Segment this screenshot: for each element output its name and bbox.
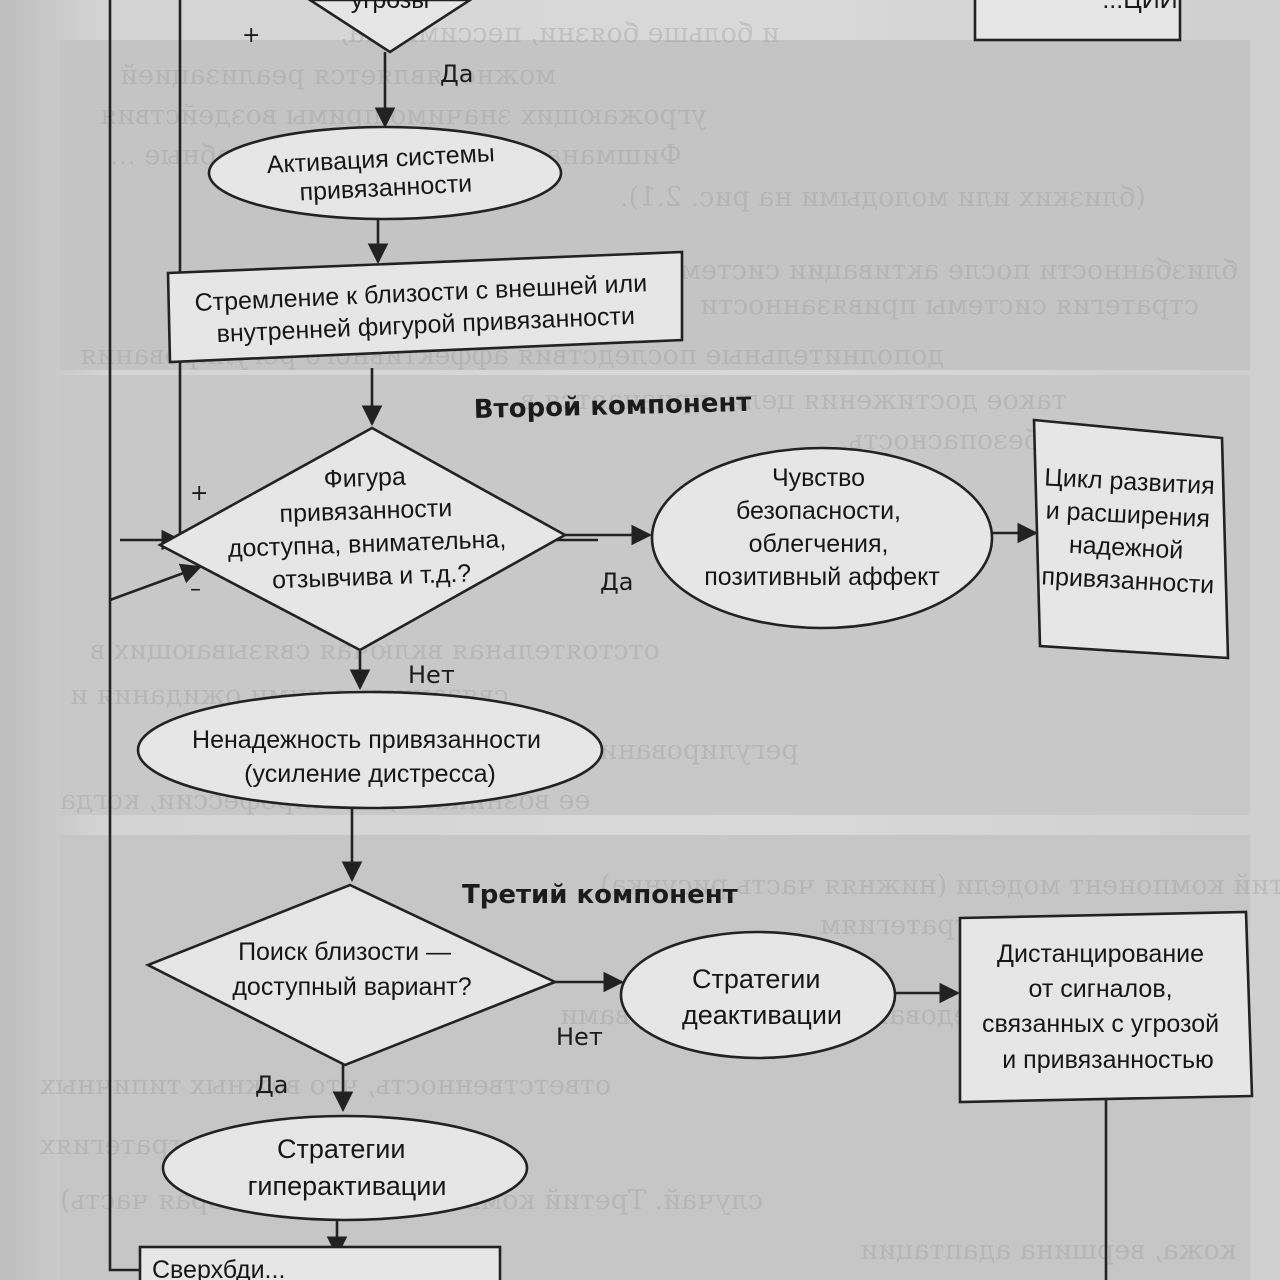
felt-security-node <box>650 446 994 630</box>
top-plus-sign: + <box>242 23 260 48</box>
viability-line-1: Поиск близости — <box>238 938 451 966</box>
security-line-3: облегчения, <box>749 530 889 558</box>
deactivation-label: Стратегии деактивации <box>682 964 842 1030</box>
hyperactivation-line-2: гиперактивации <box>248 1171 447 1201</box>
distancing-line-3: связанных с угрозой <box>982 1010 1219 1038</box>
threat-diamond-label: угрозы <box>351 0 430 14</box>
availability-line-2: привязанности <box>279 494 453 528</box>
third-component-title: Третий компонент <box>462 880 738 910</box>
cycle-line-3: надежной <box>1068 531 1184 565</box>
viability-no-label: Нет <box>556 1023 603 1051</box>
top-right-box-partial <box>973 0 1182 42</box>
availability-no-label: Нет <box>408 661 455 689</box>
distancing-label: Дистанцирование от сигналов, связанных с… <box>982 940 1226 1074</box>
hypervigilance-box-partial <box>138 1245 502 1280</box>
distancing-line-1: Дистанцирование <box>997 940 1204 968</box>
viability-yes-label: Да <box>255 1071 288 1099</box>
top-right-box-label: ...ЦИИ <box>1102 0 1177 14</box>
hyperactivation-label: Стратегии гиперактивации <box>248 1134 447 1201</box>
viability-line-2: доступный вариант? <box>232 973 471 1001</box>
secure-cycle-box <box>1032 418 1230 660</box>
insecurity-line-2: (усиление дистресса) <box>244 760 496 788</box>
viability-diamond <box>144 883 559 1067</box>
deactivation-node <box>619 930 897 1060</box>
security-line-1: Чувство <box>772 464 865 492</box>
availability-label: Фигура привязанности доступна, вниматель… <box>225 459 515 596</box>
hyperactivation-line-1: Стратегии <box>277 1134 405 1164</box>
availability-yes-label: Да <box>600 568 633 596</box>
insecurity-label: Ненадежность привязанности (усиление дис… <box>192 726 548 788</box>
distancing-line-4: и привязанностью <box>1002 1046 1213 1074</box>
viability-label: Поиск близости — доступный вариант? <box>232 938 471 1001</box>
security-line-2: безопасности, <box>736 497 901 525</box>
threat-diamond-partial <box>307 0 473 54</box>
insecurity-node <box>136 690 604 810</box>
availability-line-4: отзывчива и т.д.? <box>272 559 472 594</box>
loop-arrow-minus-in <box>109 563 202 602</box>
hypervigilance-label: Сверхбди... <box>152 1256 285 1280</box>
availability-plus-sign: + <box>190 481 208 506</box>
availability-minus-sign: – <box>190 577 201 602</box>
proximity-seeking-box <box>166 250 684 364</box>
availability-line-1: Фигура <box>323 463 406 494</box>
security-line-4: позитивный аффект <box>704 563 940 591</box>
hyperactivation-node <box>161 1114 529 1222</box>
felt-security-label: Чувство безопасности, облегчения, позити… <box>704 464 940 591</box>
deactivation-line-1: Стратегии <box>692 964 820 994</box>
second-component-title: Второй компонент <box>473 388 751 425</box>
insecurity-line-1: Ненадежность привязанности <box>192 726 541 754</box>
distancing-line-2: от сигналов, <box>1029 975 1173 1003</box>
deactivation-line-2: деактивации <box>682 1000 842 1030</box>
top-yes-label: Да <box>440 60 473 88</box>
distancing-box <box>958 910 1254 1104</box>
activation-node <box>207 125 563 221</box>
